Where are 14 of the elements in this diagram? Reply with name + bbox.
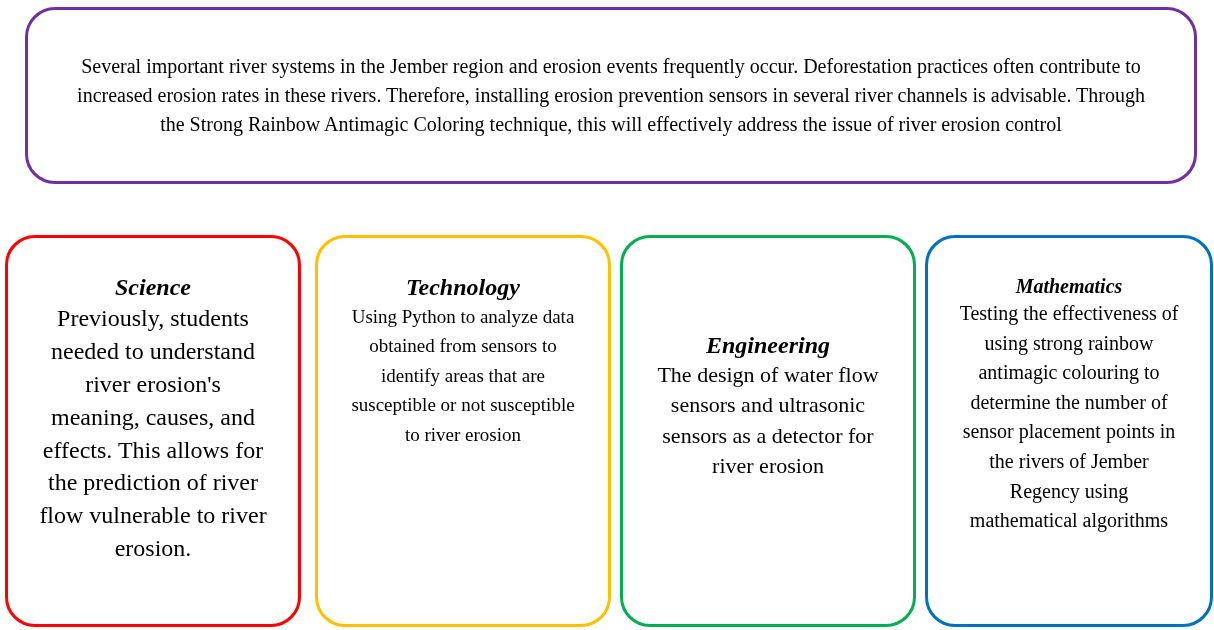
box-text: The design of water flow sensors and ultrasonic sensors as a detector for river erosion <box>656 361 880 481</box>
text-box <box>315 235 611 627</box>
box-text: Several important river systems in the Jember region and erosion events frequently occur. Deforestation practices often contribute to increased erosion rates in these rivers. Therefore, installing erosion prevention sensors in several river channels is advisable. Through the Strong Rainbow Antimagic Coloring technique, this will effectively address the issue of river erosion control <box>76 54 1146 138</box>
box-text: Testing the effectiveness of using strong rainbow antimagic colouring to determine the number of sensor placement points in the rivers of Jember Regency using mathematical algorithms <box>958 301 1180 534</box>
text-box <box>925 235 1213 627</box>
box-heading: Engineering <box>706 331 830 360</box>
box-heading: Science <box>115 273 191 302</box>
text-box <box>25 7 1197 184</box>
box-text: Previously, students needed to understand river erosion's meaning, causes, and effects. This allows for the prediction of river flow vulnerable to river erosion. <box>38 304 268 564</box>
text-box <box>620 235 916 627</box>
box-text: Using Python to analyze data obtained from sensors to identify areas that are susceptible or not susceptible to river erosion <box>350 305 576 447</box>
box-heading: Mathematics <box>1015 274 1123 299</box>
box-heading: Technology <box>406 273 520 302</box>
text-box <box>5 235 301 627</box>
